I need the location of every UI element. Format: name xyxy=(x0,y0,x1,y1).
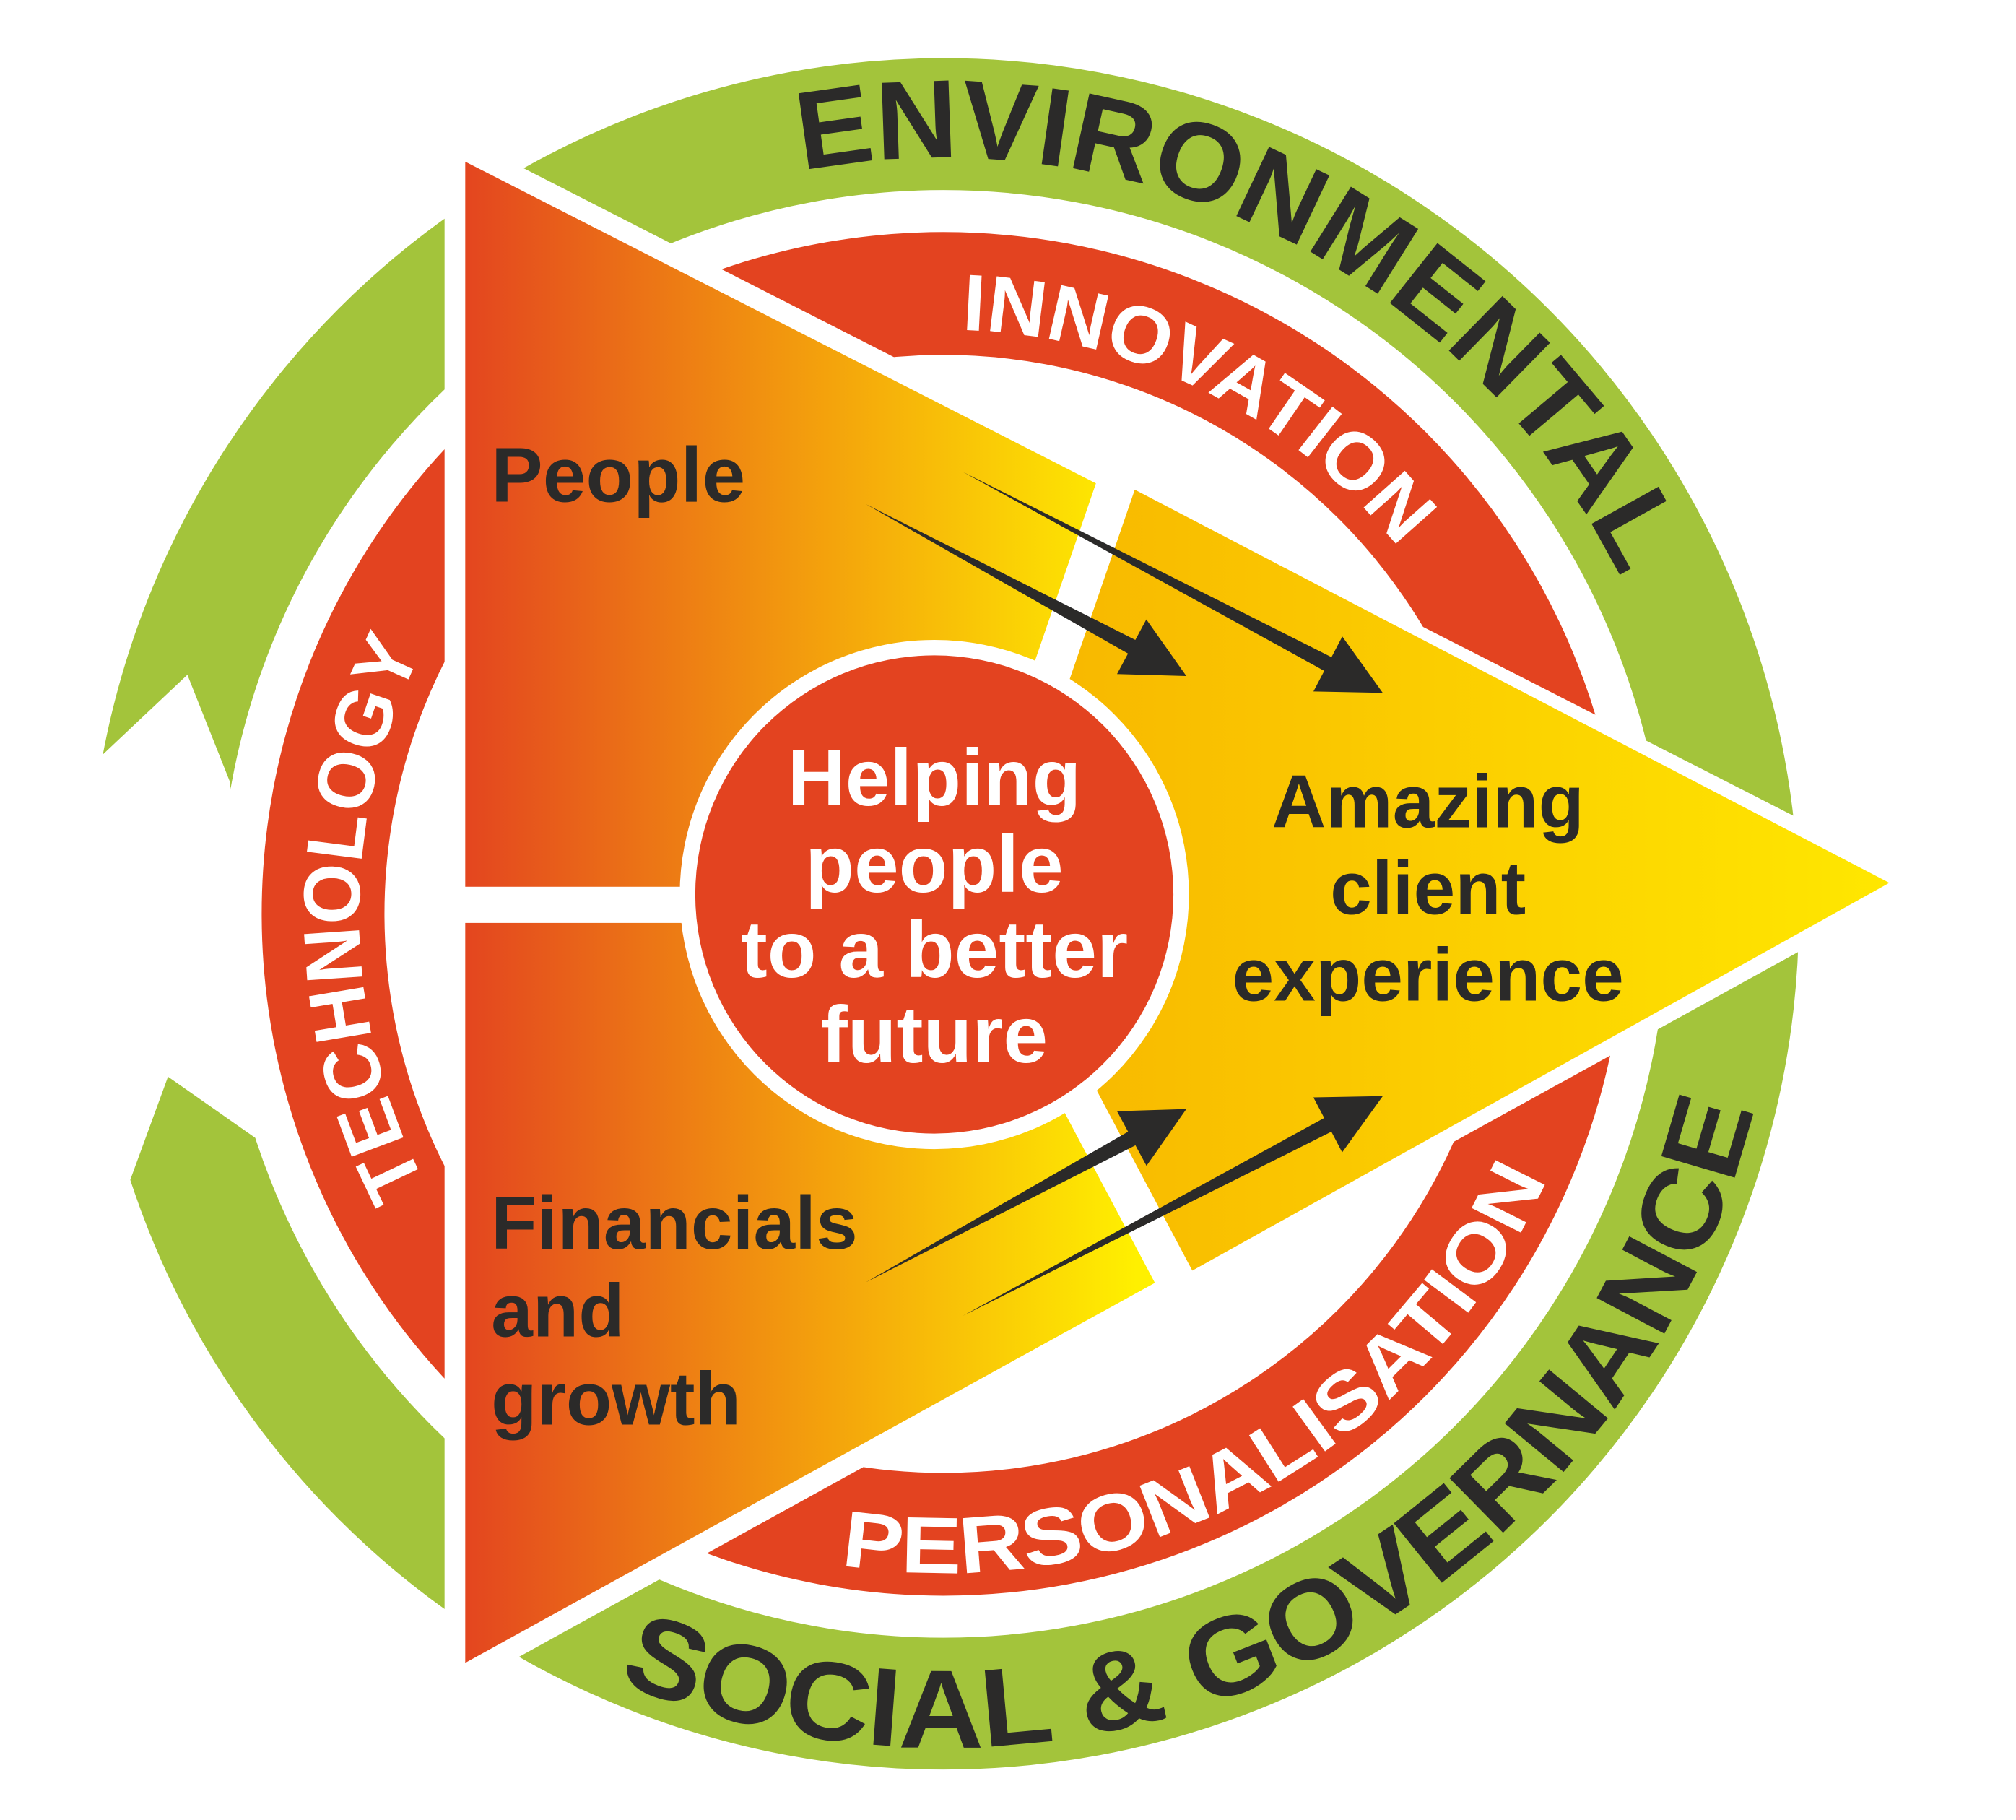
divider-horizontal xyxy=(446,886,692,923)
center-circle xyxy=(695,655,1174,1134)
arrow-icon xyxy=(866,504,1186,677)
divider-bottom xyxy=(1060,1087,1196,1296)
financials-label-line: and xyxy=(491,1269,625,1353)
center-text-line: people xyxy=(805,820,1064,909)
client-experience-line: Amazing xyxy=(1272,759,1584,843)
arrow-icon xyxy=(866,1109,1186,1283)
arrow-icon xyxy=(963,472,1383,693)
people-label: People xyxy=(491,431,745,518)
center-text-line: future xyxy=(821,990,1048,1080)
client-experience-line: experience xyxy=(1232,932,1623,1016)
arrow-icon xyxy=(963,1096,1383,1316)
triangle-right-section xyxy=(1053,480,1890,1280)
financials-label-line: growth xyxy=(491,1356,741,1440)
client-experience-line: client xyxy=(1330,846,1526,930)
financials-label-line: Financials xyxy=(491,1181,858,1265)
center-text-line: to a better xyxy=(741,905,1128,994)
arrows xyxy=(866,472,1383,1316)
center-text-line: Helping xyxy=(788,733,1082,823)
ring-arrow-gap xyxy=(51,675,258,1183)
divider-top xyxy=(1030,462,1140,685)
